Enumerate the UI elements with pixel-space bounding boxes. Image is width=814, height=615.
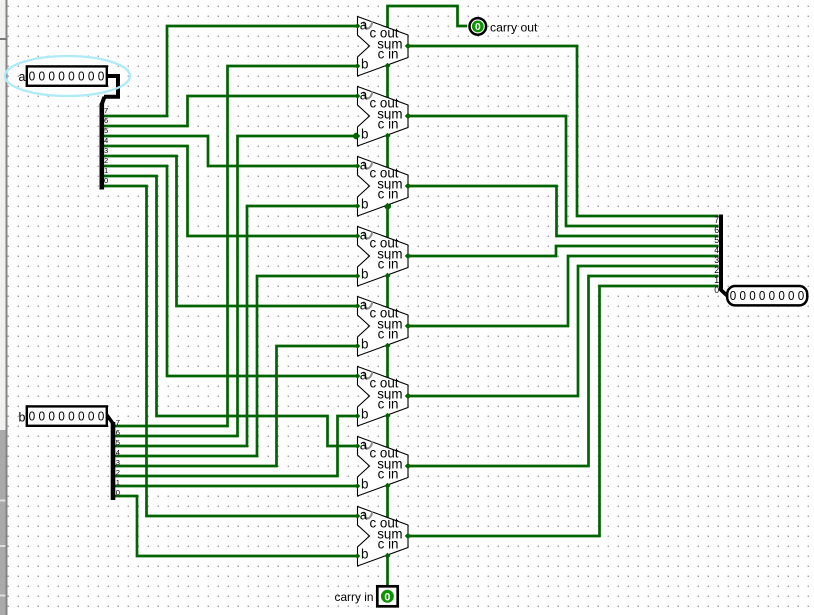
svg-text:5: 5 [104, 126, 108, 135]
svg-text:b: b [19, 411, 26, 425]
svg-text:2: 2 [104, 156, 108, 165]
svg-text:4: 4 [116, 448, 120, 457]
svg-text:7: 7 [116, 418, 120, 427]
svg-text:0: 0 [475, 22, 481, 33]
svg-text:2: 2 [116, 468, 120, 477]
svg-text:4: 4 [714, 245, 719, 255]
svg-text:0: 0 [104, 176, 108, 185]
svg-text:6: 6 [714, 225, 719, 235]
svg-text:6: 6 [104, 116, 108, 125]
svg-text:7: 7 [714, 215, 719, 225]
svg-text:0 0 0 0 0 0 0 0: 0 0 0 0 0 0 0 0 [29, 409, 105, 424]
svg-text:0: 0 [714, 285, 719, 295]
svg-text:5: 5 [714, 235, 719, 245]
svg-text:3: 3 [116, 458, 120, 467]
svg-text:1: 1 [116, 478, 120, 487]
svg-text:7: 7 [104, 106, 108, 115]
svg-text:0 0 0 0 0 0 0 0: 0 0 0 0 0 0 0 0 [730, 288, 804, 303]
svg-text:1: 1 [714, 275, 719, 285]
svg-text:2: 2 [714, 265, 719, 275]
svg-text:0 0 0 0 0 0 0 0: 0 0 0 0 0 0 0 0 [29, 69, 105, 84]
svg-text:carry out: carry out [490, 21, 538, 35]
svg-text:6: 6 [116, 428, 120, 437]
svg-text:0: 0 [116, 488, 120, 497]
svg-text:a: a [19, 70, 26, 84]
svg-text:3: 3 [104, 146, 108, 155]
svg-text:carry in: carry in [335, 590, 374, 604]
svg-text:5: 5 [116, 438, 120, 447]
svg-text:0: 0 [384, 591, 390, 603]
svg-text:3: 3 [714, 255, 719, 265]
svg-text:4: 4 [104, 136, 108, 145]
svg-text:1: 1 [104, 166, 108, 175]
